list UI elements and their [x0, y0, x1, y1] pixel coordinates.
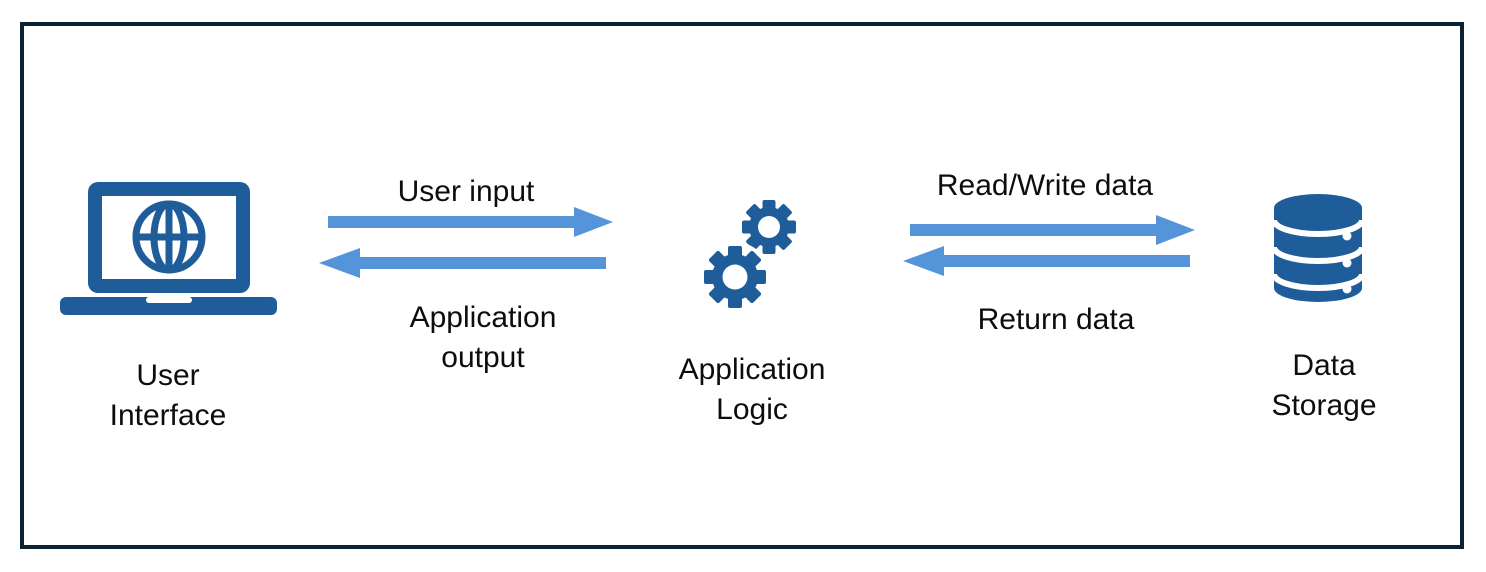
application-logic-label: Application Logic: [678, 353, 826, 426]
data-storage-node: [1270, 192, 1366, 304]
flow-label-user-input: User input: [397, 175, 535, 208]
right-arrow-icon: [328, 207, 613, 237]
database-icon: [1271, 194, 1365, 302]
right-arrow-icon: [910, 215, 1195, 245]
user-interface-label: User Interface: [109, 359, 227, 432]
flow-label-return-data: Return data: [977, 303, 1135, 336]
data-storage-label: Data Storage: [1271, 349, 1377, 422]
gears-icon: [700, 200, 796, 312]
arrow-read-write-data: [910, 214, 1196, 246]
laptop-globe-icon: [60, 182, 277, 315]
arrow-application-output: [318, 247, 606, 279]
flow-label-read-write-data: Read/Write data: [936, 169, 1154, 202]
arrow-user-input: [328, 206, 614, 238]
left-arrow-icon: [319, 248, 606, 278]
application-logic-node: [690, 183, 815, 313]
user-interface-node: [58, 174, 278, 316]
flow-label-application-output: Application output: [409, 301, 557, 374]
left-arrow-icon: [903, 246, 1190, 276]
arrow-return-data: [902, 245, 1190, 277]
